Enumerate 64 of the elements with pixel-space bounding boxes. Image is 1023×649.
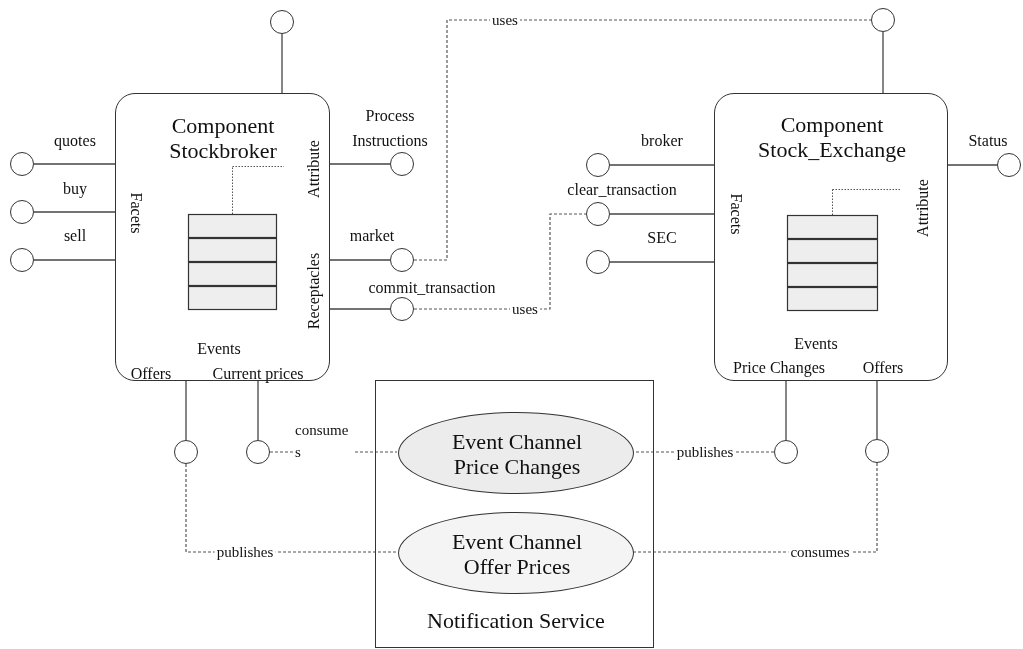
service-box	[375, 380, 654, 648]
connector-line	[281, 33, 283, 94]
port-circle	[390, 297, 414, 321]
component-box	[714, 93, 948, 381]
section-label: Attribute	[913, 179, 932, 237]
port-circle	[270, 10, 294, 34]
port-label: buy	[63, 179, 87, 199]
dashed-connector	[413, 213, 587, 310]
section-label: Attribute	[304, 140, 323, 198]
connector-line	[329, 259, 391, 261]
section-label: Offers	[862, 358, 904, 378]
port-circle	[586, 202, 610, 226]
connector-line	[329, 163, 391, 165]
stack-drawing	[188, 166, 284, 310]
port-circle	[390, 152, 414, 176]
connector-line	[185, 380, 187, 441]
section-label: Offers	[130, 364, 172, 384]
port-label: commit_transaction	[368, 278, 496, 298]
connector-line	[609, 261, 715, 263]
section-label: Events	[197, 339, 241, 359]
channel-label: Event Channel Price Changes	[450, 428, 584, 480]
section-label: Events	[794, 334, 838, 354]
connector-line	[882, 31, 884, 94]
port-label: Process Instructions	[351, 106, 429, 151]
section-label: Receptacles	[304, 252, 324, 330]
connector-line	[785, 380, 787, 441]
port-circle	[865, 439, 889, 463]
port-label: sell	[63, 226, 87, 246]
connector-line	[257, 380, 259, 441]
port-circle	[246, 440, 270, 464]
stack-drawing	[787, 189, 900, 311]
section-label: Current prices	[212, 364, 304, 384]
dashed-connector	[413, 19, 872, 261]
port-label: broker	[641, 131, 683, 151]
port-label: market	[349, 226, 395, 246]
service-label: Notification Service	[427, 608, 605, 634]
channel-label: Event Channel Offer Prices	[450, 528, 584, 580]
section-label: Facets	[727, 193, 746, 235]
connector-line	[33, 211, 116, 213]
port-label: clear_transaction	[567, 180, 677, 200]
component-box	[115, 93, 330, 381]
port-circle	[10, 248, 34, 272]
connector-line	[33, 163, 116, 165]
connector-line	[609, 164, 715, 166]
port-label: quotes	[54, 131, 96, 151]
port-circle	[871, 8, 895, 32]
connector-line	[876, 380, 878, 440]
port-circle	[174, 440, 198, 464]
port-circle	[586, 250, 610, 274]
component-title: Component Stock_Exchange	[757, 111, 907, 163]
section-label: Price Changes	[733, 358, 825, 378]
port-circle	[390, 248, 414, 272]
port-circle	[997, 153, 1021, 177]
port-circle	[586, 153, 610, 177]
section-label: Facets	[127, 192, 146, 234]
connector-line	[947, 164, 998, 166]
connector-line	[33, 259, 116, 261]
connector-line	[329, 308, 391, 310]
port-label: SEC	[647, 228, 677, 248]
port-circle	[10, 152, 34, 176]
port-circle	[774, 440, 798, 464]
connector-line	[609, 213, 715, 215]
port-circle	[10, 200, 34, 224]
port-label: Status	[968, 131, 1008, 151]
